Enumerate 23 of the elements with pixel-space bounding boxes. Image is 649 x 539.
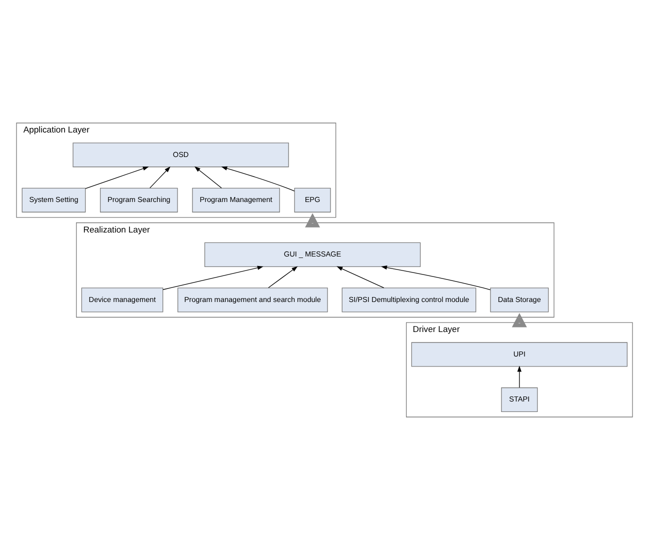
node-box: SI/PSI Demultiplexing control module: [342, 287, 476, 312]
node-box: STAPI: [501, 386, 538, 412]
arrow: [150, 166, 170, 188]
node-box: EPG: [294, 187, 331, 212]
arrow: [221, 166, 295, 191]
node-box: System Setting: [22, 187, 86, 212]
arrow: [380, 265, 491, 290]
node-box: UPI: [411, 342, 628, 366]
node-box: Device management: [81, 287, 164, 312]
arrow: [194, 166, 222, 188]
arrow: [336, 266, 384, 288]
arrow: [512, 312, 527, 327]
arrow: [85, 166, 149, 188]
arrow: [268, 266, 298, 288]
node-box: GUI _ MESSAGE: [204, 242, 421, 266]
arrow: [162, 265, 264, 290]
arrow: [517, 365, 522, 388]
node-box: OSD: [72, 142, 289, 167]
node-box: Program Management: [192, 187, 280, 212]
arrow: [305, 212, 320, 227]
node-box: Program Searching: [100, 187, 178, 212]
node-box: Program management and search module: [177, 287, 328, 312]
node-box: Data Storage: [490, 287, 549, 312]
